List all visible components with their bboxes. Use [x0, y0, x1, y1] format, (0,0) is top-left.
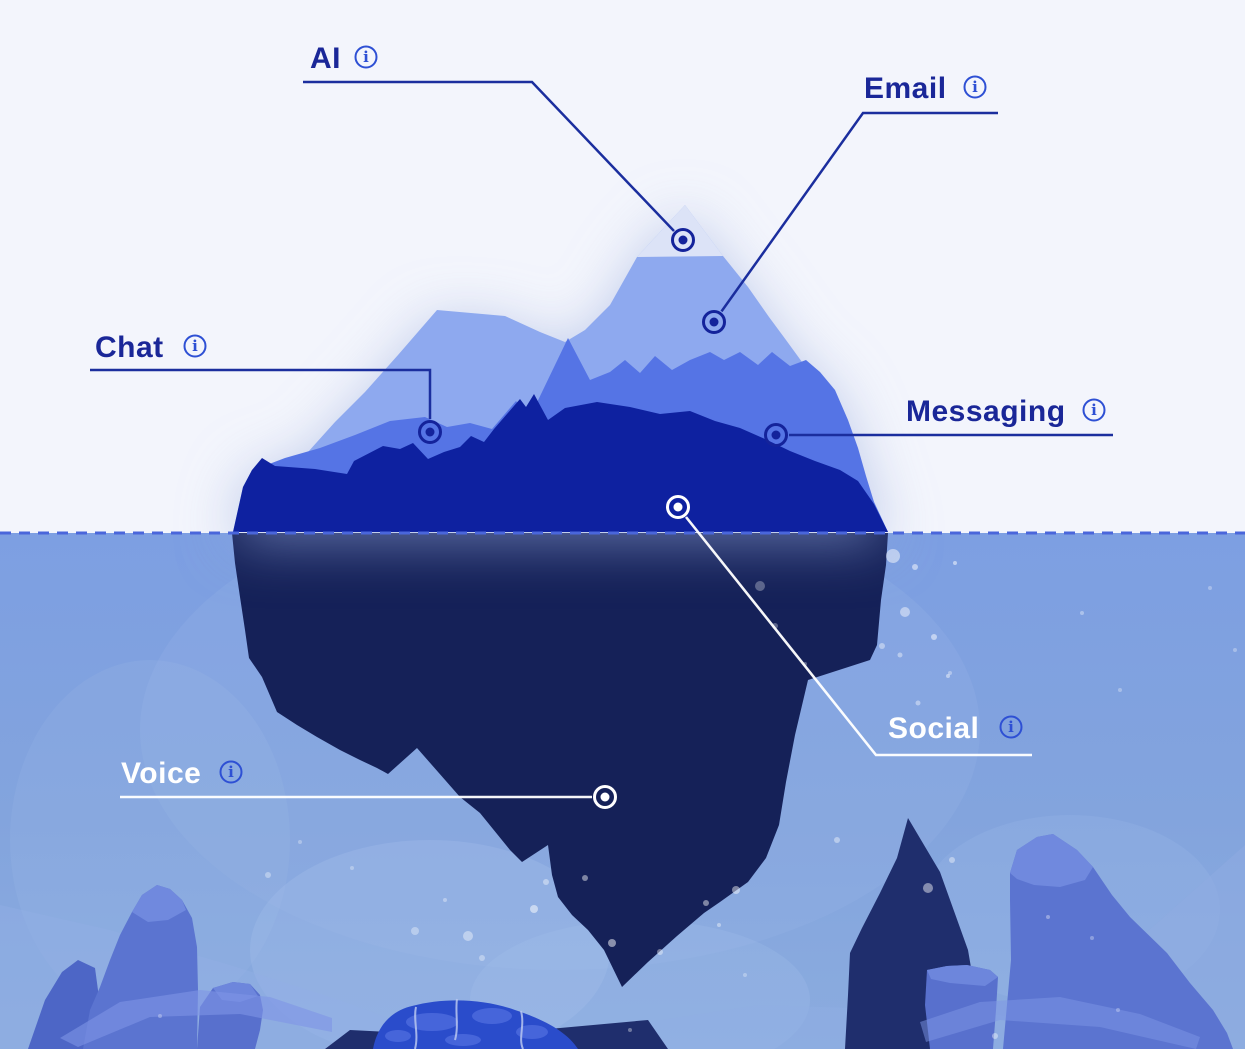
left-rocks [28, 885, 332, 1049]
messaging-info-icon[interactable]: i [1082, 398, 1106, 422]
svg-text:i: i [192, 337, 198, 355]
ai-connector-line [303, 80, 675, 232]
label-voice: Voice [121, 757, 201, 790]
ai-marker [671, 228, 695, 252]
social-marker [666, 495, 690, 519]
messaging-marker [764, 423, 788, 447]
connector-lines [90, 80, 1113, 799]
iceberg-layer-dark [233, 394, 888, 532]
bubbles [158, 549, 1237, 1039]
svg-text:i: i [1008, 718, 1014, 736]
email-info-icon[interactable]: i [963, 75, 987, 99]
voice-marker [593, 785, 617, 809]
point-markers [418, 228, 788, 809]
social-connector-line [684, 516, 1032, 757]
ai-info-icon[interactable]: i [354, 45, 378, 69]
seafloor-mound [373, 998, 578, 1049]
label-ai: AI [310, 42, 341, 75]
email-connector-line [720, 111, 998, 313]
label-chat: Chat [95, 331, 164, 364]
chat-marker [418, 420, 442, 444]
svg-text:i: i [1091, 401, 1097, 419]
label-messaging: Messaging [906, 395, 1066, 428]
iceberg-above-water [233, 205, 888, 532]
chat-connector-line [90, 368, 432, 419]
svg-text:i: i [228, 763, 234, 781]
iceberg-submerged-mass [232, 533, 888, 987]
voice-info-icon[interactable]: i [219, 760, 243, 784]
channel-labels: AI i Email i Chat i Messaging i Social i… [95, 42, 1106, 790]
label-social: Social [888, 712, 979, 745]
label-email: Email [864, 72, 947, 105]
social-info-icon[interactable]: i [999, 715, 1023, 739]
svg-text:i: i [363, 48, 369, 66]
chat-info-icon[interactable]: i [183, 334, 207, 358]
right-rocks [920, 834, 1233, 1049]
svg-text:i: i [972, 78, 978, 96]
email-marker [702, 310, 726, 334]
